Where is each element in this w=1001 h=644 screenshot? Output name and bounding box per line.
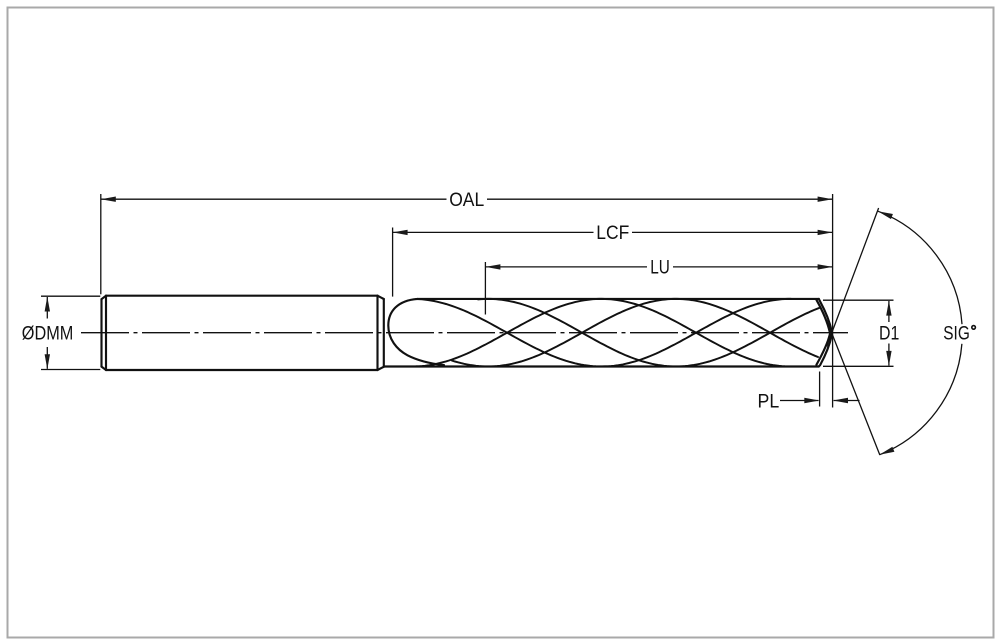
svg-text:LU: LU bbox=[650, 257, 670, 279]
svg-text:D1: D1 bbox=[879, 323, 899, 345]
svg-text:LCF: LCF bbox=[596, 222, 629, 244]
svg-text:OAL: OAL bbox=[449, 189, 484, 211]
svg-text:SIG: SIG bbox=[943, 323, 970, 345]
svg-text:PL: PL bbox=[758, 390, 780, 412]
svg-text:ØDMM: ØDMM bbox=[22, 323, 74, 345]
